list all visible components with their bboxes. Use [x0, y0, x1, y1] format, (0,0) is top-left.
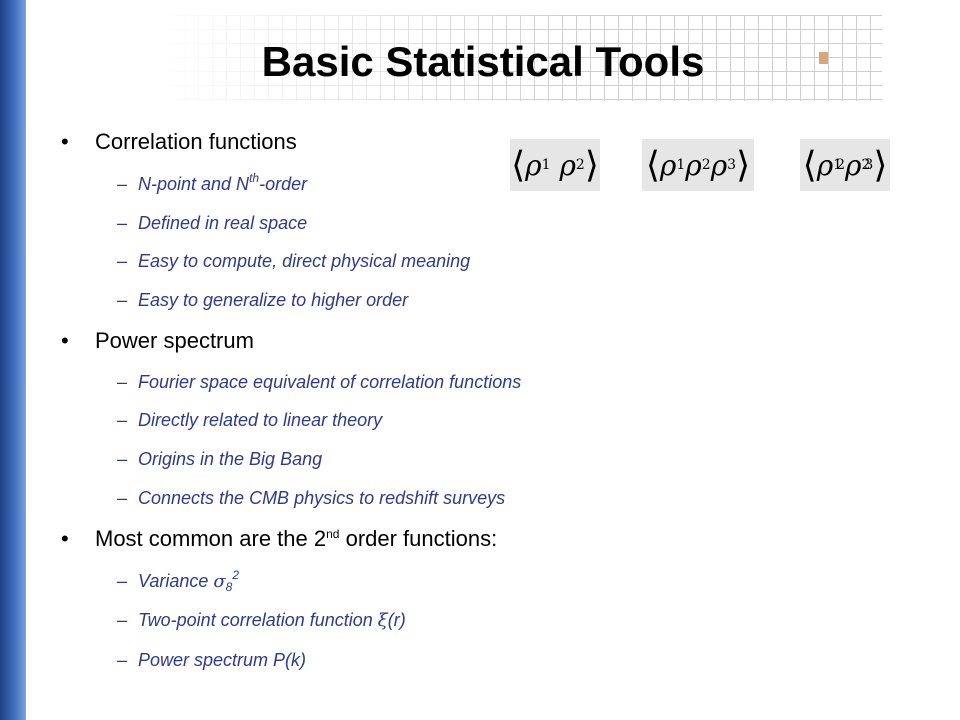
sub-item-text: N-point and N	[138, 174, 250, 194]
superscript: 3	[864, 157, 874, 173]
left-accent-bar	[0, 0, 26, 720]
subscript: 2	[575, 157, 585, 173]
left-angle-bracket: ⟨	[645, 144, 660, 186]
sub-item-linear-theory: –Directly related to linear theory	[117, 408, 382, 432]
dash-glyph: –	[117, 213, 128, 233]
rho-symbol: ρ	[845, 148, 862, 182]
superscript: th	[249, 171, 260, 185]
bullet-second-order: • Most common are the 2nd order functions…	[61, 525, 497, 553]
subscript: 1	[833, 157, 843, 173]
dash-glyph: –	[117, 610, 128, 630]
sub-item-text: Connects the CMB physics to redshift sur…	[138, 488, 506, 508]
dash-glyph: –	[117, 174, 128, 194]
sub-item-text: Variance	[138, 571, 214, 591]
sub-item-fourier-space: –Fourier space equivalent of correlation…	[117, 370, 521, 394]
dash-glyph: –	[117, 449, 128, 469]
superscript: 2	[232, 568, 240, 582]
dash-glyph: –	[117, 410, 128, 430]
bullet-text: Correlation functions	[95, 129, 297, 154]
subscript: 2	[861, 157, 871, 173]
subscript: 1	[541, 157, 551, 173]
sub-item-text: Fourier space equivalent of correlation …	[138, 372, 522, 392]
dash-glyph: –	[117, 290, 128, 310]
sub-item-big-bang: –Origins in the Big Bang	[117, 447, 322, 471]
rho-symbol: ρ	[659, 148, 677, 182]
bullet-correlation-functions: • Correlation functions	[61, 128, 297, 156]
bullet-text: Power spectrum	[95, 328, 254, 353]
superscript: nd	[326, 527, 340, 541]
subscript: 2	[701, 157, 711, 173]
bullet-glyph: •	[61, 328, 69, 353]
sub-item-cmb-physics: –Connects the CMB physics to redshift su…	[117, 486, 505, 510]
sub-item-variance: –Variance σ82	[117, 569, 239, 594]
rho-symbol: ρ	[710, 148, 728, 182]
superscript: 2	[836, 157, 845, 173]
rho-symbol: ρ	[685, 148, 702, 182]
sub-item-text: Defined in real space	[138, 213, 308, 233]
rho-symbol: ρ	[525, 148, 542, 182]
rho-symbol: ρ	[816, 148, 834, 182]
sub-item-text: Origins in the Big Bang	[138, 449, 323, 469]
sub-item-power-spectrum-pk: –Power spectrum P(k)	[117, 648, 306, 672]
sub-item-text: Easy to compute, direct physical meaning	[138, 251, 471, 271]
subscript: 3	[727, 157, 737, 173]
right-angle-bracket: ⟩	[736, 144, 751, 186]
sub-item-text: Power spectrum P(k)	[138, 650, 307, 670]
dash-glyph: –	[117, 372, 128, 392]
grid-accent-square	[819, 52, 828, 64]
xi-symbol: ξ	[377, 610, 388, 631]
sub-item-text-suffix: -order	[259, 174, 308, 194]
sub-item-generalize: –Easy to generalize to higher order	[117, 288, 408, 312]
left-angle-bracket: ⟨	[802, 144, 817, 186]
right-angle-bracket: ⟩	[873, 144, 888, 186]
bullet-text-suffix: order functions:	[339, 526, 498, 551]
sub-item-text: Two-point correlation function	[138, 610, 378, 630]
sub-item-text: Directly related to linear theory	[138, 410, 383, 430]
bullet-glyph: •	[61, 129, 69, 154]
dash-glyph: –	[117, 571, 128, 591]
subscript: 8	[225, 580, 233, 594]
rho-symbol: ρ	[559, 148, 576, 182]
sigma-symbol: σ	[213, 571, 226, 592]
sub-item-text: Easy to generalize to higher order	[138, 290, 409, 310]
dash-glyph: –	[117, 650, 128, 670]
sub-item-n-point: –N-point and Nth-order	[117, 172, 307, 196]
sub-item-easy-compute: –Easy to compute, direct physical meanin…	[117, 249, 470, 273]
sub-item-real-space: –Defined in real space	[117, 211, 307, 235]
bullet-text: Most common are the 2	[95, 526, 327, 551]
bullet-glyph: •	[61, 526, 69, 551]
subscript: 1	[676, 157, 686, 173]
sub-item-text-suffix: (r)	[387, 610, 406, 630]
right-angle-bracket: ⟩	[584, 144, 599, 186]
dash-glyph: –	[117, 488, 128, 508]
title-grid-decoration	[170, 15, 882, 101]
left-angle-bracket: ⟨	[511, 144, 526, 186]
dash-glyph: –	[117, 251, 128, 271]
sub-item-two-point: –Two-point correlation function ξ(r)	[117, 608, 406, 633]
slide-title: Basic Statistical Tools	[261, 38, 705, 85]
bullet-power-spectrum: • Power spectrum	[61, 327, 254, 355]
